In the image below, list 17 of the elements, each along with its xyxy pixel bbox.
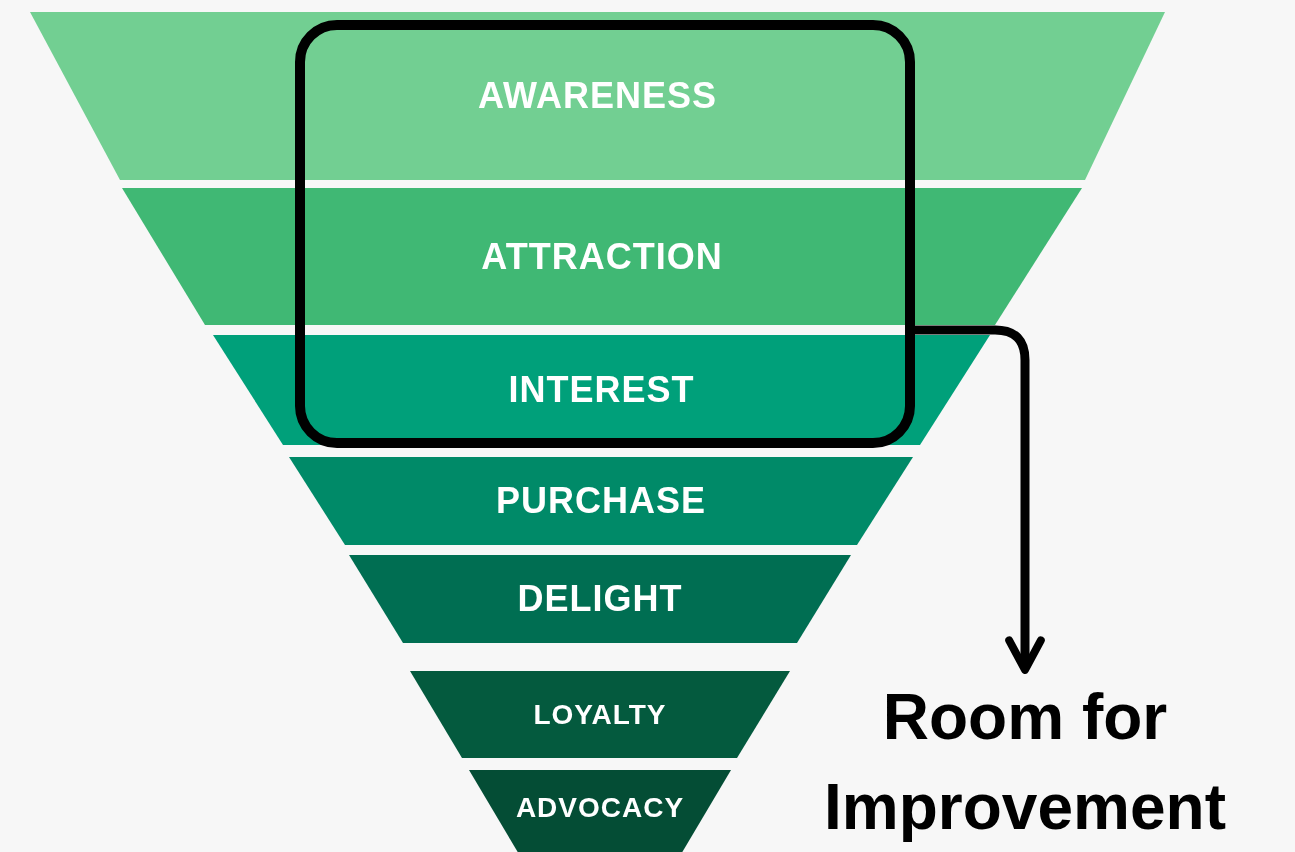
funnel-stage	[30, 12, 1165, 180]
funnel-stage	[410, 671, 790, 758]
funnel-stage	[122, 188, 1082, 325]
funnel-stage	[469, 770, 731, 852]
stage-label: DELIGHT	[516, 578, 684, 620]
callout-text: Room for Improvement	[823, 680, 1227, 845]
funnel-stage	[349, 555, 851, 643]
highlight-box	[295, 20, 915, 448]
stage-label: AWARENESS	[476, 75, 718, 117]
funnel-stage	[213, 335, 990, 445]
stage-label: ADVOCACY	[514, 792, 686, 824]
arrow	[915, 325, 1045, 674]
stage-label: PURCHASE	[495, 480, 707, 522]
stage-label: INTEREST	[507, 369, 696, 411]
stage-label: LOYALTY	[532, 698, 668, 731]
stage-label: ATTRACTION	[480, 235, 724, 278]
funnel-stage	[289, 457, 913, 545]
